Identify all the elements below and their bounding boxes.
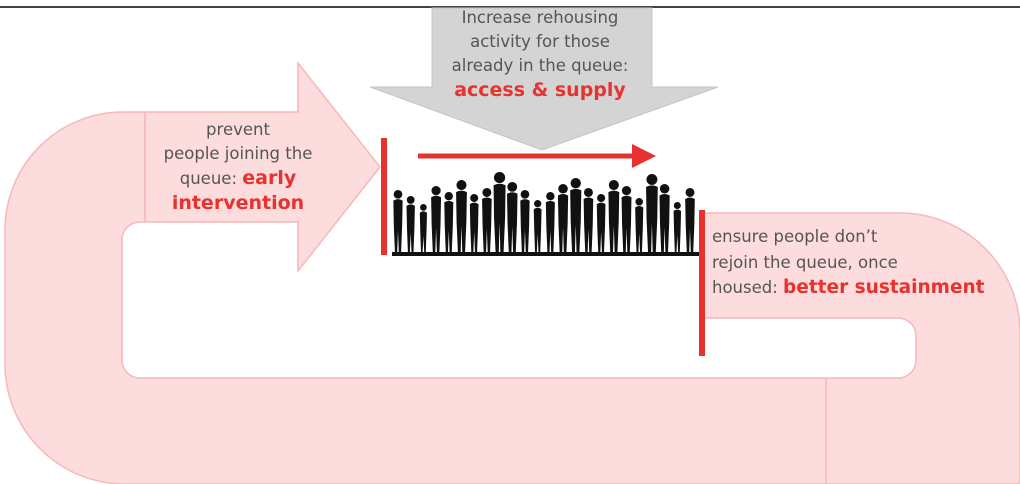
access-highlight: access & supply xyxy=(454,79,626,101)
person-silhouette xyxy=(393,190,403,252)
queue-end-bar xyxy=(699,210,705,356)
early-highlight1: early xyxy=(242,167,297,189)
person-silhouette xyxy=(507,182,518,252)
early-line3-prefix: queue: xyxy=(179,169,238,188)
early-line3: queue: early xyxy=(148,166,328,191)
person-silhouette xyxy=(406,196,415,252)
person-silhouette xyxy=(469,194,479,252)
person-silhouette xyxy=(444,192,454,252)
sustain-line2: rejoin the queue, once xyxy=(712,252,898,272)
person-silhouette xyxy=(557,184,569,252)
access-supply-label: Increase rehousing activity for those al… xyxy=(420,6,660,102)
person-silhouette xyxy=(545,192,555,252)
access-supply-arrow xyxy=(369,7,719,151)
person-silhouette xyxy=(419,204,427,252)
people-queue xyxy=(393,172,695,252)
person-silhouette xyxy=(431,186,442,252)
person-silhouette xyxy=(635,198,644,252)
person-silhouette xyxy=(456,180,467,252)
person-silhouette xyxy=(621,186,632,252)
early-highlight2: intervention xyxy=(171,192,305,214)
sustain-line3: housed: better sustainment xyxy=(712,275,985,301)
sustain-highlight: better sustainment xyxy=(783,277,985,298)
queue-ground-line xyxy=(392,252,699,256)
person-silhouette xyxy=(533,200,542,252)
access-line2: activity for those xyxy=(470,32,610,51)
person-silhouette xyxy=(673,202,682,252)
person-silhouette xyxy=(570,178,582,252)
person-silhouette xyxy=(659,184,670,252)
early-intervention-label: prevent people joining the queue: early … xyxy=(148,118,328,215)
person-silhouette xyxy=(685,188,695,252)
queue-direction-arrow-head xyxy=(632,144,656,168)
access-line3: already in the queue: xyxy=(451,56,629,75)
sustain-line3-prefix: housed: xyxy=(712,278,778,297)
early-intervention-arrow xyxy=(144,60,381,274)
person-silhouette xyxy=(520,190,530,252)
early-line2: people joining the xyxy=(163,144,313,163)
person-silhouette xyxy=(608,180,620,252)
pink-loop-band xyxy=(4,111,1020,484)
person-silhouette xyxy=(482,188,492,252)
person-silhouette xyxy=(493,172,506,252)
access-line1: Increase rehousing xyxy=(461,8,619,27)
early-line1: prevent xyxy=(206,120,270,139)
queue-start-bar xyxy=(381,138,387,255)
person-silhouette xyxy=(583,188,594,252)
sustainment-label: ensure people don’t rejoin the queue, on… xyxy=(712,224,985,301)
person-silhouette xyxy=(596,194,606,252)
person-silhouette xyxy=(646,174,658,252)
sustain-line1: ensure people don’t xyxy=(712,227,878,246)
